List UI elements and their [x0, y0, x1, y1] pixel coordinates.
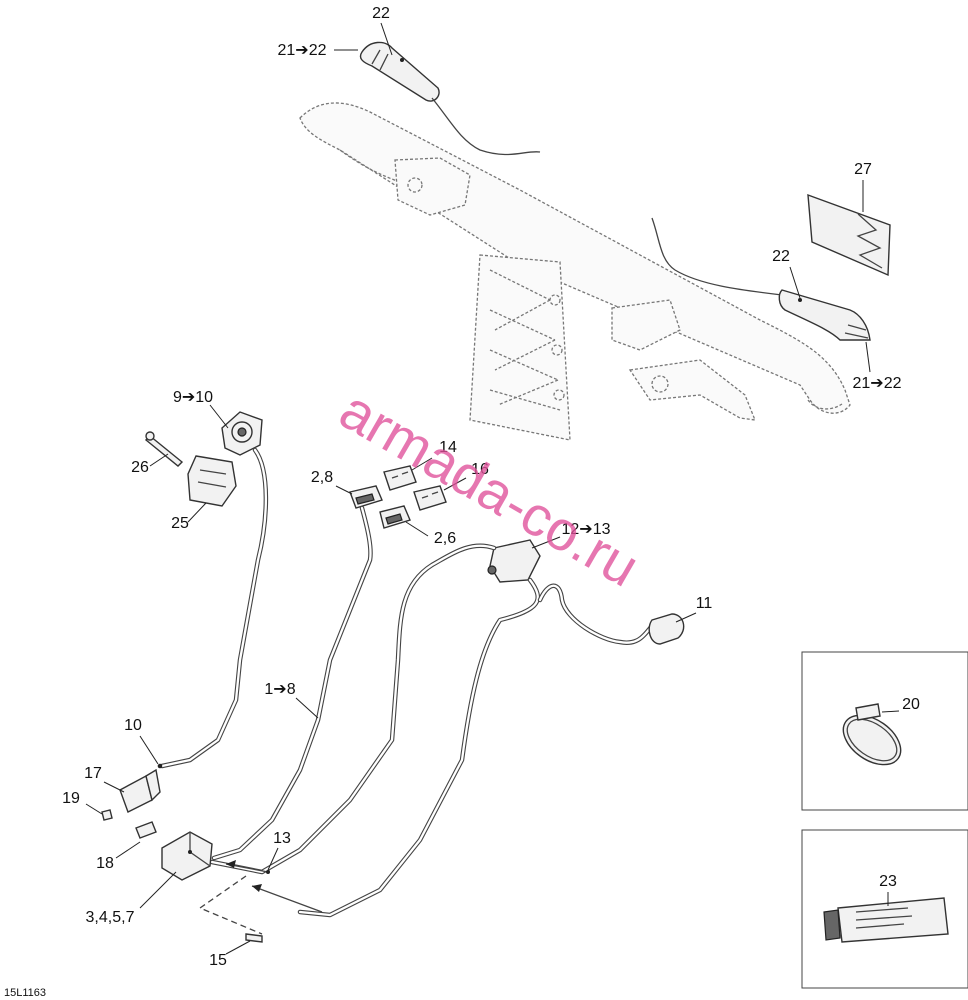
wire-end-10 [157, 763, 163, 769]
grip-heater-top [359, 41, 541, 156]
grip-heater-right [651, 217, 871, 341]
callout-2-8: 2,8 [311, 469, 333, 486]
callout-14: 14 [439, 439, 457, 456]
lock-18 [135, 821, 157, 839]
terminal-19 [101, 809, 113, 821]
sealant-tube-23 [823, 897, 949, 943]
callout-17: 17 [84, 765, 102, 782]
callout-11: 11 [696, 595, 713, 612]
switch-cover-25 [187, 455, 237, 507]
callout-23: 23 [879, 873, 897, 890]
connector-16 [413, 485, 447, 511]
callout-21-22-right: 21➔22 [853, 375, 902, 392]
callout-20: 20 [902, 696, 920, 713]
callout-21-22-top: 21➔22 [278, 42, 327, 59]
callout-27: 27 [854, 161, 872, 178]
drawing-id: 15L1163 [4, 987, 46, 999]
switch-assembly [159, 411, 269, 769]
callout-22-right: 22 [772, 248, 790, 265]
connector-17 [119, 768, 161, 813]
label-sheet-27 [807, 193, 891, 277]
callout-10: 10 [124, 717, 142, 734]
callout-26: 26 [131, 459, 149, 476]
callout-12-13: 12➔13 [562, 521, 611, 538]
callout-22-top: 22 [372, 5, 390, 22]
connector-2-8 [211, 485, 383, 861]
callout-1-8: 1➔8 [264, 681, 295, 698]
callout-19: 19 [62, 790, 80, 807]
pin-15 [245, 933, 263, 943]
callout-3-4-5-7: 3,4,5,7 [86, 909, 135, 926]
callout-25: 25 [171, 515, 189, 532]
clamp-20 [842, 703, 902, 766]
bolt-26 [144, 431, 184, 467]
callout-9-10: 9➔10 [173, 389, 213, 406]
handlebar-outline [299, 102, 851, 441]
connector-2-6 [379, 505, 411, 529]
connector-14 [383, 465, 417, 491]
callout-13: 13 [273, 830, 291, 847]
callout-18: 18 [96, 855, 114, 872]
main-connector-3-4-5-7 [161, 831, 213, 881]
callout-2-6: 2,6 [434, 530, 456, 547]
callout-15: 15 [209, 952, 227, 969]
callout-16: 16 [471, 461, 489, 478]
sensor-12-13 [209, 539, 655, 918]
plug-11 [648, 613, 685, 645]
